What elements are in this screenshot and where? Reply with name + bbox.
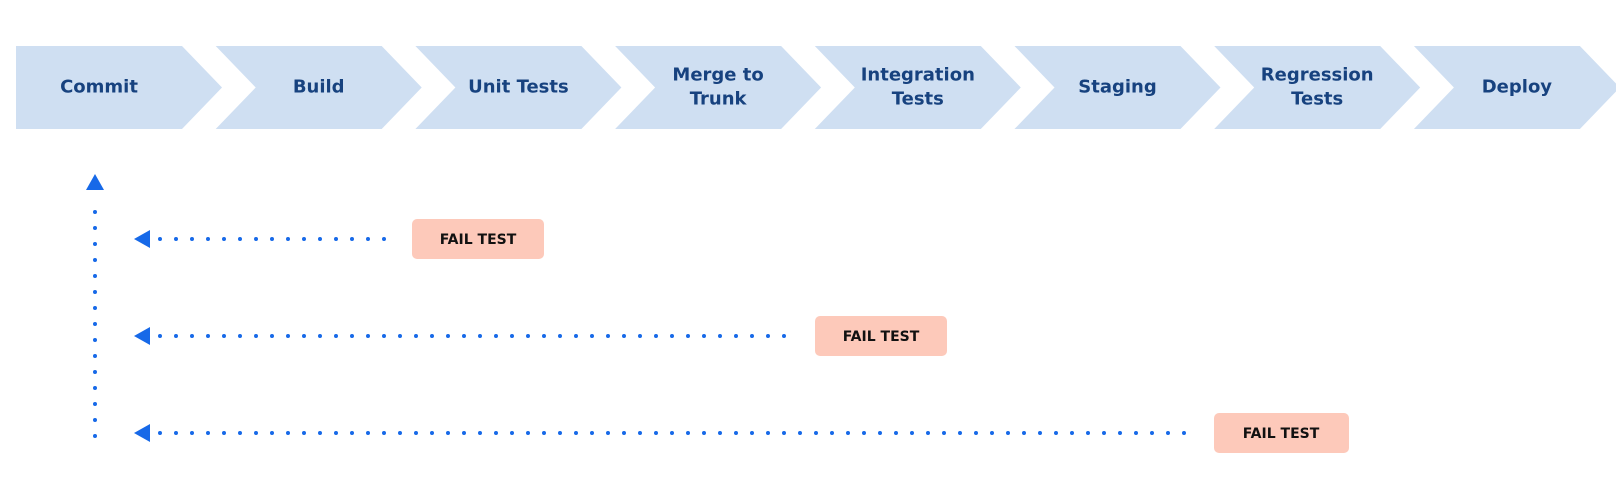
stage-unit-tests <box>415 46 622 129</box>
stage-commit <box>16 46 222 129</box>
stage-label-deploy: Deploy <box>1482 77 1553 98</box>
left-arrowhead-icon <box>134 424 150 442</box>
left-arrowhead-icon <box>134 327 150 345</box>
stage-integration-tests <box>814 46 1021 129</box>
up-arrowhead-icon <box>86 174 104 190</box>
stage-label-unit-tests: Unit Tests <box>468 77 569 98</box>
feedback-loops: FAIL TEST FAIL TEST FAIL TEST <box>86 174 1349 453</box>
fail-test-label-3: FAIL TEST <box>1243 426 1320 442</box>
fail-test-label-1: FAIL TEST <box>440 232 517 248</box>
fail-test-badge-3 <box>1214 413 1349 453</box>
stage-label-build: Build <box>293 77 345 98</box>
stage-deploy <box>1413 46 1616 129</box>
stage-label-staging: Staging <box>1078 77 1156 98</box>
pipeline-stages: Commit Build Unit Tests Merge to Trunk Integr… <box>16 46 1616 129</box>
stage-label-merge-to-trunk: Merge to <box>672 65 763 86</box>
stage-regression-tests <box>1214 46 1421 129</box>
stage-merge-to-trunk <box>615 46 822 129</box>
stage-staging <box>1014 46 1221 129</box>
fail-test-label-2: FAIL TEST <box>843 329 920 345</box>
fail-test-badge-2 <box>815 316 947 356</box>
stage-label-regression-tests: Tests <box>1291 89 1343 110</box>
fail-test-badge-1 <box>412 219 544 259</box>
stage-label-merge-to-trunk: Trunk <box>690 89 748 110</box>
stage-label-integration-tests: Tests <box>892 89 944 110</box>
stage-build <box>215 46 422 129</box>
stage-label-regression-tests: Regression <box>1261 65 1374 86</box>
stage-label-commit: Commit <box>60 77 138 98</box>
stage-label-integration-tests: Integration <box>861 65 975 86</box>
left-arrowhead-icon <box>134 230 150 248</box>
